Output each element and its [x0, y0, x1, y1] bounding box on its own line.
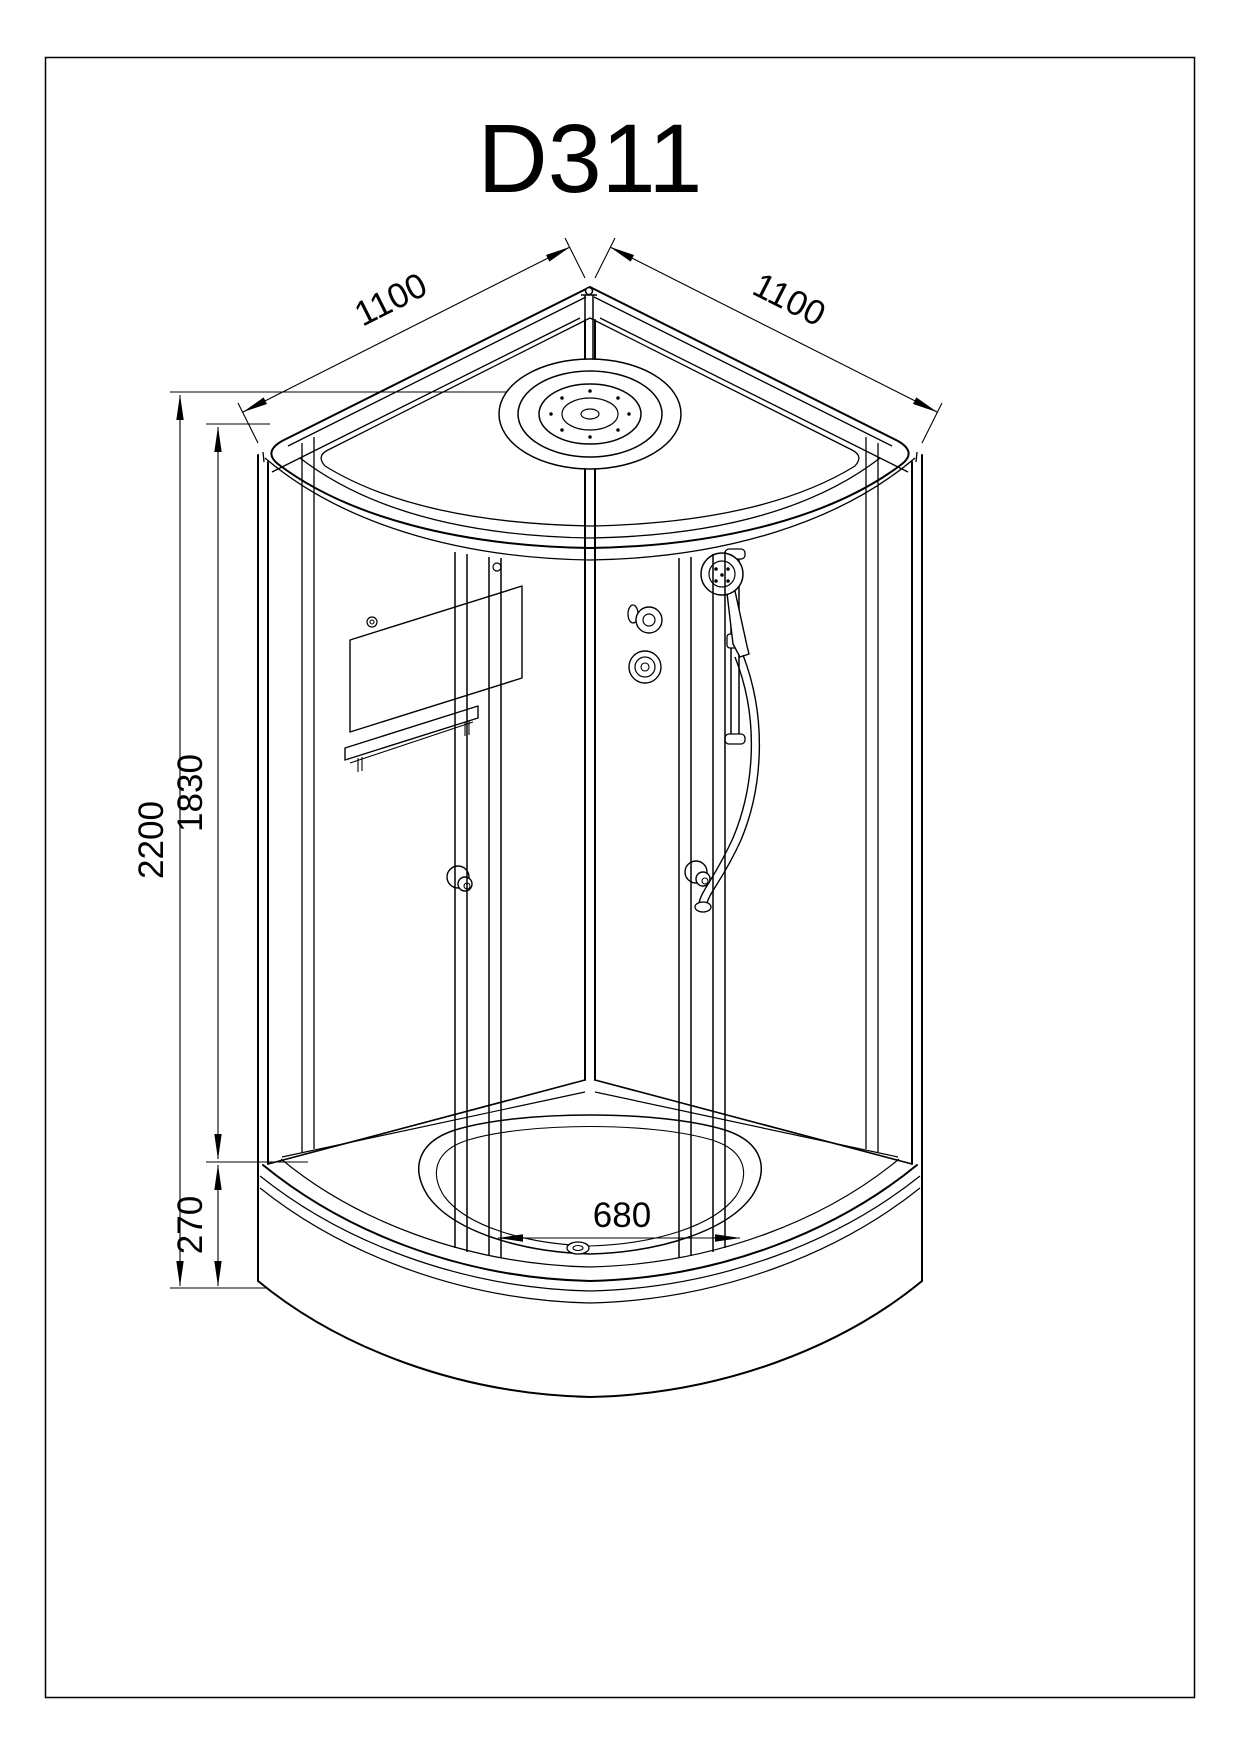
wall-hook [366, 616, 378, 628]
shower-hose [694, 654, 761, 913]
pipe-cap [584, 286, 594, 296]
overhead-shower [498, 358, 682, 470]
dim-label-total-height: 2200 [132, 801, 171, 879]
base-apron [257, 1167, 923, 1398]
body-jet-right [684, 860, 711, 887]
drawing-title: D311 [478, 104, 703, 213]
dim-label-width-right: 1100 [747, 265, 832, 334]
glass-panel-edges [301, 437, 879, 1152]
rail-bottom-cap [724, 733, 746, 745]
wall-mirror [349, 585, 523, 733]
dim-label-cabin-height: 1830 [171, 754, 210, 832]
door-stiles [454, 552, 726, 1258]
door-roller [492, 562, 502, 572]
body-jet-left [446, 865, 473, 892]
tray-back-rim [267, 1079, 913, 1165]
dim-tray-inner-width: 680 [497, 1196, 741, 1242]
control-knobs [627, 604, 663, 684]
dim-label-base-height: 270 [171, 1196, 210, 1254]
page-border [44, 56, 1196, 1699]
dim-heights-left: 2200 1830 270 [132, 394, 308, 1289]
interior-fittings [344, 548, 761, 913]
dim-label-width-left: 1100 [348, 265, 433, 334]
hose-connector [694, 901, 712, 913]
hand-shower-nozzles [714, 567, 730, 583]
hand-shower [700, 552, 750, 658]
shower-tray [262, 1079, 918, 1282]
tray-basin [418, 1114, 762, 1255]
tray-front-rim [262, 1164, 918, 1282]
corner-posts [257, 319, 923, 1169]
wall-hook-center [369, 619, 375, 625]
wall-shelf [344, 705, 479, 761]
wall-shelf-brackets [349, 721, 474, 772]
dim-label-tray-inner-width: 680 [593, 1196, 651, 1235]
ext-lines-left [170, 423, 308, 1289]
apron-seams [259, 1175, 921, 1304]
